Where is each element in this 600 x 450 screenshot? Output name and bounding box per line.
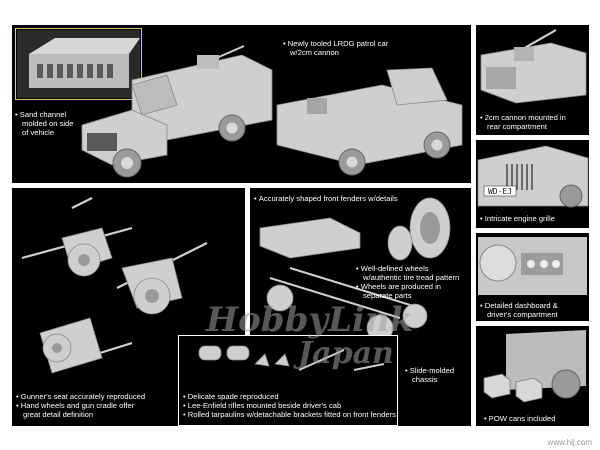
sand-channel-closeup-image: [17, 30, 140, 98]
caption-line: Rolled tarpaulins w/detachable brackets …: [183, 410, 396, 419]
cannon-rear-caption: 2cm cannon mounted in rear compartment: [480, 113, 566, 131]
caption-line: Sand channel: [15, 110, 74, 119]
caption-line: w/authentic tire tread pattern: [363, 273, 460, 282]
rear-compartment-cannon-image: [480, 29, 587, 104]
caption-line: w/2cm cannon: [290, 48, 339, 57]
caption-line: rear compartment: [487, 122, 547, 131]
site-url: www.hlj.com: [547, 438, 592, 447]
gun-cradle-parts-image: [21, 197, 208, 374]
caption-line: chassis: [412, 375, 438, 384]
engine-grille-panel: WD-EJ Intricate engine grille: [476, 140, 589, 228]
dashboard-panel: Detailed dashboard & driver's compartmen…: [476, 233, 589, 321]
caption-line: POW cans included: [484, 414, 556, 423]
caption-line: Lee-Enfield rifles mounted beside driver…: [183, 401, 396, 410]
caption-line: great detail definition: [23, 410, 94, 419]
dashboard-image: [478, 237, 587, 295]
japan-watermark: Japan: [298, 336, 394, 371]
caption-line: separate parts: [363, 291, 412, 300]
caption-line: molded on side: [22, 119, 74, 128]
caption-line: Well-defined wheels: [356, 264, 459, 273]
caption-line: Newly tooled LRDG patrol car: [283, 39, 388, 48]
fenders-wheels-chassis-image: [259, 197, 451, 342]
main-vehicle-panel: Newly tooled LRDG patrol car w/2cm canno…: [12, 25, 471, 183]
accessories-parts-image: [198, 345, 385, 371]
hobbylink-watermark: HobbyLink: [206, 300, 414, 340]
caption-line: Delicate spade reproduced: [183, 392, 396, 401]
caption-line: driver's compartment: [487, 310, 558, 319]
sand-channel-caption: Sand channel molded on side of vehicle: [15, 110, 74, 137]
patrol-car-caption: Newly tooled LRDG patrol car w/2cm canno…: [283, 39, 388, 57]
license-plate-text: WD-EJ: [488, 187, 512, 196]
caption-line: Accurately shaped front fenders w/detail…: [254, 194, 398, 203]
caption-line: of vehicle: [22, 128, 55, 137]
caption-line: Wheels are produced in: [356, 282, 459, 291]
chassis-caption: Slide-molded chassis: [405, 366, 454, 384]
gunner-seat-caption: Gunner's seat accurately reproduced Hand…: [16, 392, 145, 419]
caption-line: Hand wheels and gun cradle offer: [16, 401, 145, 410]
patrol-car-front-view-image: [81, 45, 273, 178]
wheels-caption: Well-defined wheels w/authentic tire tre…: [356, 264, 459, 300]
fenders-caption: Accurately shaped front fenders w/detail…: [254, 194, 398, 203]
caption-line: Detailed dashboard &: [480, 301, 558, 310]
accessories-caption: Delicate spade reproduced Lee-Enfield ri…: [183, 392, 396, 419]
cannon-rear-panel: 2cm cannon mounted in rear compartment: [476, 25, 589, 135]
pow-cans-panel: POW cans included: [476, 326, 589, 426]
caption-line: Slide-molded: [405, 366, 454, 375]
pow-cans-caption: POW cans included: [484, 414, 556, 423]
caption-line: Intricate engine grille: [480, 214, 555, 223]
dashboard-caption: Detailed dashboard & driver's compartmen…: [480, 301, 558, 319]
caption-line: Gunner's seat accurately reproduced: [16, 392, 145, 401]
caption-line: 2cm cannon mounted in: [480, 113, 566, 122]
pow-cans-image: [483, 330, 586, 403]
gun-parts-panel: Gunner's seat accurately reproduced Hand…: [12, 188, 245, 426]
engine-grille-image: WD-EJ: [477, 145, 589, 208]
accessories-panel: Delicate spade reproduced Lee-Enfield ri…: [178, 335, 398, 426]
patrol-car-rear-view-image: [276, 67, 463, 176]
sand-channel-inset: [15, 28, 142, 100]
engine-grille-caption: Intricate engine grille: [480, 214, 555, 223]
